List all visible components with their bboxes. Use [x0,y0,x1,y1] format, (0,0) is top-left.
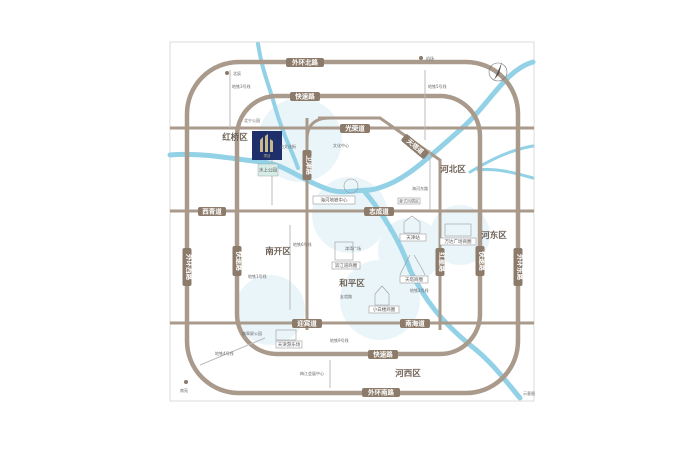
district-hedong: 河东区 [481,230,507,241]
road-name: 外环北路 [292,58,319,67]
label-line9: 地铁9号线 [330,337,349,343]
label-hdn: 海河东路 [412,185,428,191]
label-culture: 文化中心 [333,142,349,148]
road-name: 红星路 [438,252,447,272]
road-name: 志成道 [369,207,389,216]
outer-ring-road [184,59,521,396]
road-name: 西青道 [202,207,222,216]
river [167,42,536,401]
district-heping: 和平区 [339,278,365,289]
expressway-ring [234,93,483,357]
district-hongqiao: 红桥区 [222,132,248,143]
ferris-wheel-icon [343,178,359,194]
pin-airport[interactable]: 机场 [419,55,434,61]
project-label: 项目 [264,153,271,158]
road-name: 快速路 [295,92,315,101]
church-icon [374,285,390,306]
poi-label: 水上公园 [259,167,277,174]
district-hexi: 河西区 [395,368,421,379]
tower-icon [399,254,426,276]
road-label-yingbin: 迎宾道 [292,319,322,328]
road-name: 卫津路 [305,155,314,175]
poi-label: 万达广场商圈 [445,238,472,245]
project-marker[interactable]: 项目 [252,131,282,160]
poi-italian[interactable]: 意式风情区 [397,198,421,205]
poi-label: 滨江道商圈 [335,262,358,269]
building-icon [260,134,273,152]
road-label-zhencheng: 志成道 [364,207,394,216]
road-label-guangrong: 光荣道 [340,124,370,133]
label-beining: 北宁公园 [244,117,260,123]
road-label-wuyi: 卫津路 [302,150,314,180]
label-line3: 地铁3号线 [232,83,251,89]
road-name: 南海道 [405,319,425,328]
pin-label: 机场 [426,55,434,61]
poi-label: 天津站 [406,234,420,241]
road-label-outer-south: 外环南路 [362,388,400,397]
poi-tianta[interactable]: 天塔商圈 [399,254,429,284]
road-name: 快速路 [235,251,244,271]
road-name: 光荣道 [344,124,365,133]
poi-water-park[interactable]: 水上公园 [257,163,279,177]
label-line4: 地铁4号线 [215,350,234,356]
poi-shopping[interactable]: 滨江道商圈 [331,241,361,270]
poi-label: 海河地铁中心 [321,197,348,204]
poi-xiaobailou[interactable]: 小白楼商圈 [368,285,400,314]
label-youyi: 友谊路 [340,293,352,299]
compass-north-icon [488,62,508,82]
road-label-outer-north: 外环北路 [286,58,324,67]
poi-label: 小白楼商圈 [373,306,396,313]
road-label-nanhai: 南海道 [400,319,430,328]
poi-label: 天津游乐场 [278,341,301,348]
road-label-expressway-north: 快速路 [290,92,320,101]
poi-binjiang[interactable]: 天津游乐场 [275,329,303,349]
label-line5: 地铁5号线 [428,83,447,89]
station-building-icon [403,215,421,234]
label-guwenhua: 古文化街 [280,143,296,149]
pin-label: 北辰 [233,70,241,76]
road-label-outer-west: 外环西路 [182,248,194,286]
road-label-expressway-west: 快速路 [232,246,244,276]
label-line6: 地铁6号线 [293,241,312,247]
road-name: 外环西路 [185,254,194,281]
road-name: 快速路 [478,251,487,271]
pin-beijian[interactable]: 北辰 [225,70,241,76]
district-hebei: 河北区 [440,164,466,175]
label-line1: 地铁1号线 [248,273,267,279]
road-label-outer-east: 外环东路 [513,248,525,286]
road-name: 外环南路 [368,388,395,397]
location-pin-icon [225,71,229,75]
district-nankai: 南开区 [265,246,291,257]
poi-label: 天塔商圈 [405,276,423,283]
road-label-hebei: 红星路 [435,248,447,276]
label-dawenhua: 南翠屏公园 [242,330,262,336]
road-label-expressway-south: 快速路 [368,350,398,359]
amusement-icon [275,329,297,341]
map-note: 示意图 [523,390,535,396]
label-jinwan: 津湾广场 [345,245,361,251]
pin-nanyuan[interactable]: 南苑 [180,380,188,393]
road-label-xiqing: 西青道 [198,207,226,216]
label-metro-center: 梅江会展中心 [300,370,324,376]
poi-station[interactable]: 天津站 [399,215,427,242]
poi-wanda[interactable]: 万达广场商圈 [439,223,477,246]
location-pin-icon [184,380,188,384]
tower-building-icon [334,241,354,261]
label-line2: 地铁2号线 [410,287,429,293]
poi-tianjin-eye[interactable]: 海河地铁中心 [312,178,359,205]
location-pin-icon [419,56,423,60]
road-name: 外环东路 [516,254,525,281]
road-name: 快速路 [373,350,393,359]
pin-label: 南苑 [180,387,188,393]
road-name: 迎宾道 [297,319,317,328]
mall-building-icon [444,223,472,237]
poi-label: 意式风情区 [399,198,419,204]
road-label-expressway-east: 快速路 [475,246,487,276]
